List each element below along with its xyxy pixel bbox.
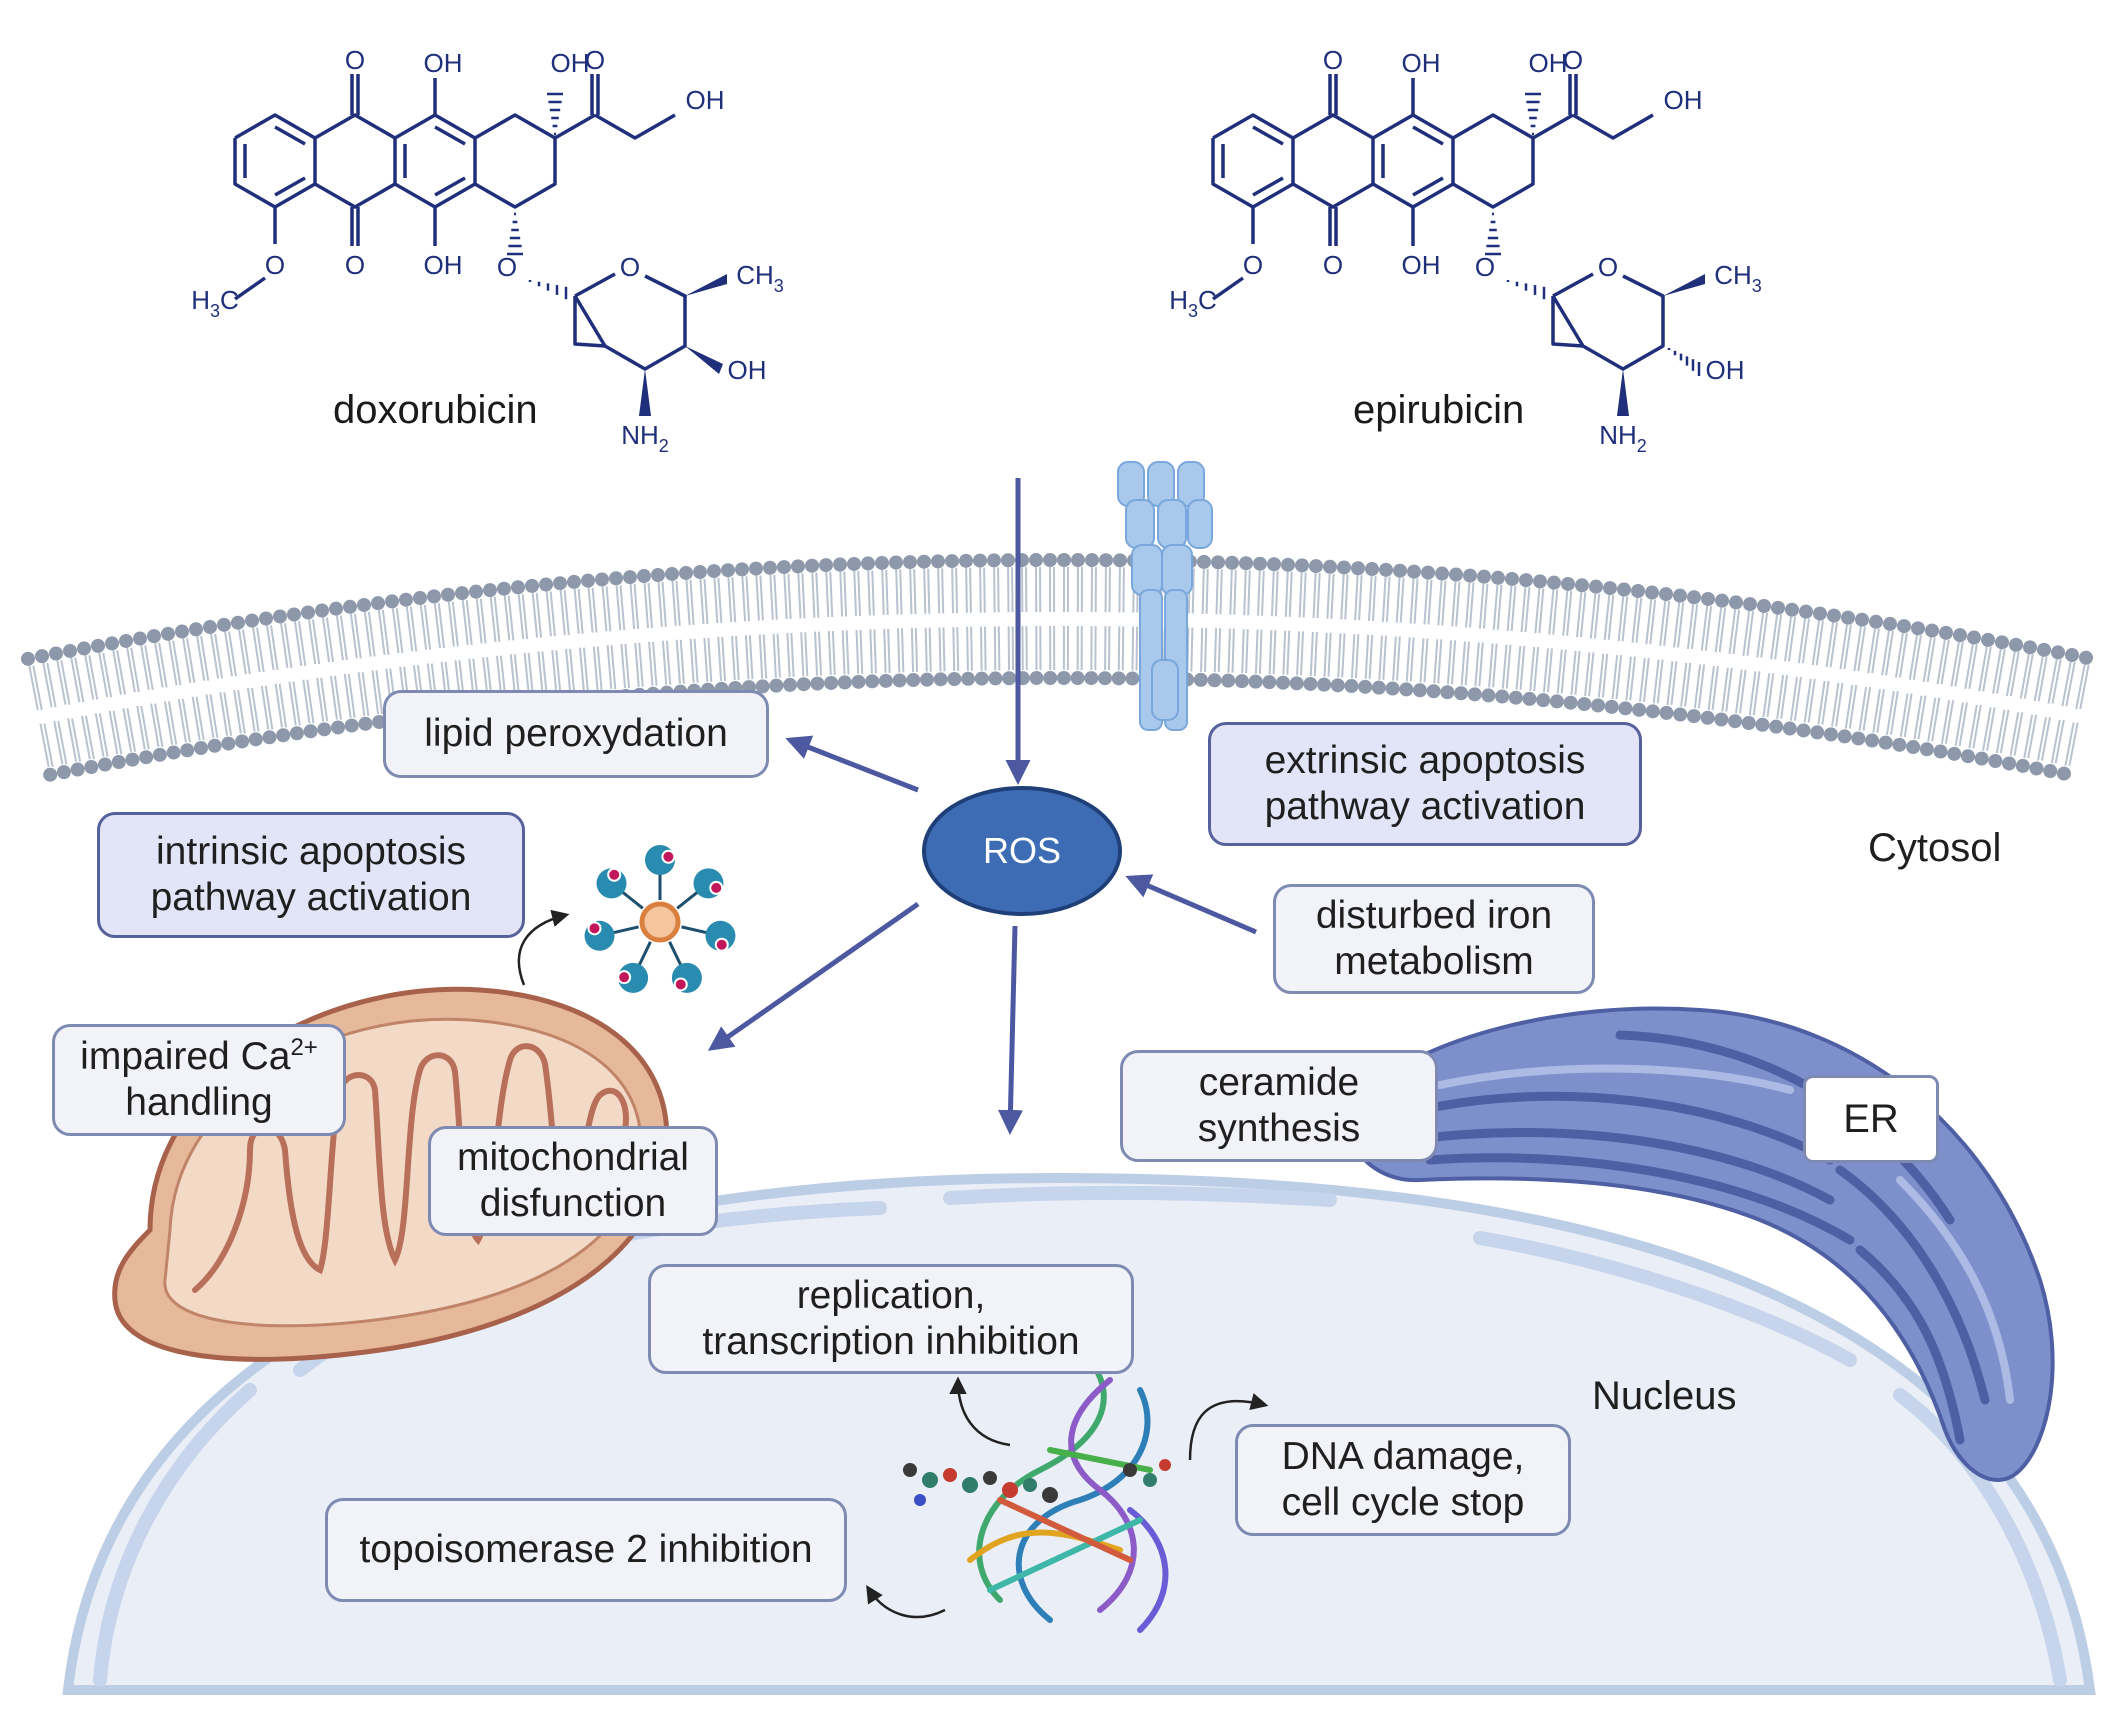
svg-text:O: O (265, 250, 285, 280)
topoisomerase-inhibition-box: topoisomerase 2 inhibition (325, 1498, 847, 1602)
svg-text:O: O (345, 45, 365, 75)
svg-text:CH3: CH3 (1714, 260, 1762, 296)
epirubicin-label: epirubicin (1353, 388, 1525, 432)
mitochondrial-disfunction-box: mitochondrial disfunction (428, 1126, 718, 1236)
death-receptor (1117, 461, 1213, 731)
nucleus-label: Nucleus (1592, 1374, 1737, 1418)
svg-text:OH: OH (686, 85, 725, 115)
svg-text:O: O (620, 252, 640, 282)
svg-text:OH: OH (728, 355, 767, 385)
svg-text:OH: OH (1402, 250, 1441, 280)
extrinsic-line-1: extrinsic apoptosis (1264, 739, 1586, 782)
calcium-line-1: impaired Ca2+ (80, 1034, 318, 1080)
iron-line-2: metabolism (1334, 940, 1534, 983)
curved-arrows (517, 909, 1269, 1619)
svg-text:OH: OH (1706, 355, 1745, 385)
svg-text:O: O (1598, 252, 1618, 282)
intrinsic-line-1: intrinsic apoptosis (156, 830, 466, 873)
topo-text: topoisomerase 2 inhibition (359, 1528, 813, 1571)
ceramide-line-2: synthesis (1197, 1107, 1361, 1150)
svg-text:NH2: NH2 (621, 420, 669, 456)
ros-node: ROS (922, 786, 1122, 916)
replication-line-2: transcription inhibition (702, 1320, 1080, 1363)
svg-text:OH: OH (1402, 48, 1441, 78)
svg-text:O: O (1323, 45, 1343, 75)
iron-line-1: disturbed iron (1315, 894, 1553, 937)
iron-metabolism-box: disturbed iron metabolism (1273, 884, 1595, 994)
lipid-peroxydation-text: lipid peroxydation (424, 712, 728, 755)
svg-text:OH: OH (424, 250, 463, 280)
mito-line-2: disfunction (479, 1182, 667, 1225)
replication-inhibition-box: replication, transcription inhibition (648, 1264, 1134, 1374)
svg-text:NH2: NH2 (1599, 420, 1647, 456)
svg-text:H3C: H3C (191, 285, 239, 321)
intrinsic-line-2: pathway activation (150, 876, 472, 919)
ceramide-synthesis-box: ceramide synthesis (1120, 1050, 1438, 1162)
apoptosome (584, 845, 736, 993)
svg-text:OH: OH (1664, 85, 1703, 115)
extrinsic-line-2: pathway activation (1264, 785, 1586, 828)
dna-drug-complex (903, 1357, 1171, 1633)
svg-text:O: O (1323, 250, 1343, 280)
er-label: ER (1843, 1096, 1899, 1141)
replication-line-1: replication, (796, 1274, 986, 1317)
calcium-superscript: 2+ (290, 1034, 318, 1061)
svg-text:O: O (585, 45, 605, 75)
er-label-box: ER (1803, 1075, 1939, 1163)
ros-label: ROS (982, 830, 1061, 871)
svg-text:O: O (1243, 250, 1263, 280)
svg-text:OH: OH (551, 48, 590, 78)
calcium-line-2: handling (125, 1081, 273, 1124)
mito-line-1: mitochondrial (457, 1136, 689, 1179)
intrinsic-apoptosis-box: intrinsic apoptosis pathway activation (97, 812, 525, 938)
cytosol-label: Cytosol (1868, 826, 2002, 870)
dna-line-1: DNA damage, (1281, 1435, 1525, 1478)
svg-text:O: O (497, 252, 517, 282)
svg-text:H3C: H3C (1169, 285, 1217, 321)
lipid-peroxydation-box: lipid peroxydation (383, 690, 769, 778)
cell-membrane (21, 553, 2093, 782)
doxorubicin-label: doxorubicin (333, 388, 538, 432)
dna-line-2: cell cycle stop (1281, 1481, 1525, 1524)
dna-damage-box: DNA damage, cell cycle stop (1235, 1424, 1571, 1536)
svg-text:O: O (1563, 45, 1583, 75)
calcium-handling-box: impaired Ca2+ handling (52, 1024, 346, 1136)
calcium-text: impaired Ca (80, 1035, 291, 1078)
extrinsic-apoptosis-box: extrinsic apoptosis pathway activation (1208, 722, 1642, 846)
svg-text:CH3: CH3 (736, 260, 784, 296)
svg-text:OH: OH (424, 48, 463, 78)
svg-text:O: O (1475, 252, 1495, 282)
svg-text:OH: OH (1529, 48, 1568, 78)
ceramide-line-1: ceramide (1198, 1061, 1360, 1104)
pathway-arrows (707, 478, 1257, 1135)
svg-text:O: O (345, 250, 365, 280)
